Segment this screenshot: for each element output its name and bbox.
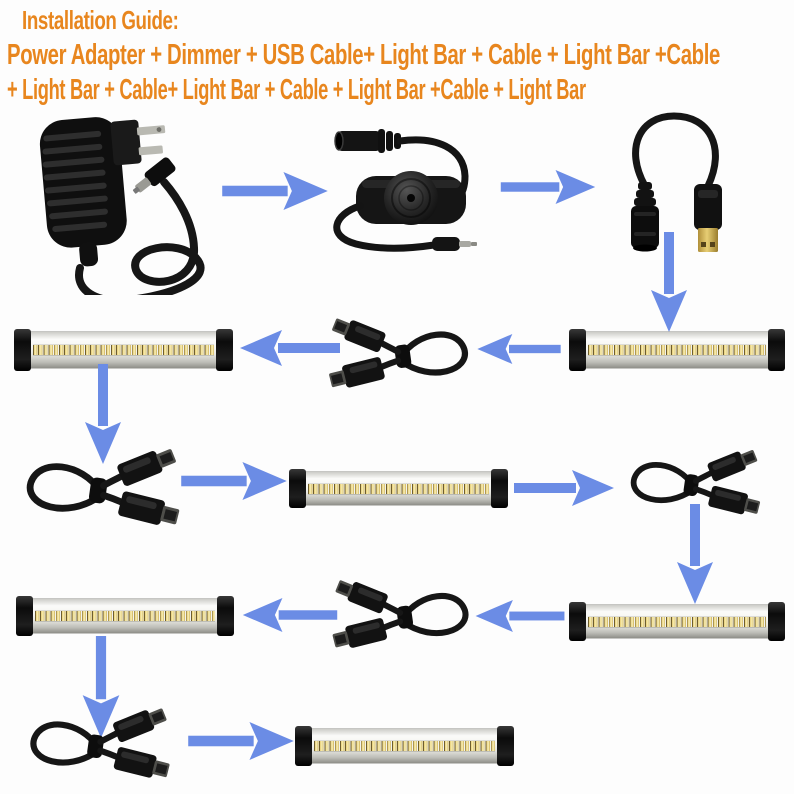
connector-cable-1 bbox=[329, 318, 468, 388]
led-strip bbox=[588, 344, 766, 355]
light-bar-5 bbox=[16, 596, 234, 636]
arrow-cable-1-to-light-bar-2 bbox=[240, 330, 340, 366]
connector-cable-2 bbox=[26, 449, 180, 525]
light-bar-endcap bbox=[289, 469, 306, 508]
light-bar-endcap bbox=[295, 726, 312, 766]
dimmer-image bbox=[333, 129, 477, 252]
component-sequence-line-2: + Light Bar + Cable+ Light Bar + Cable +… bbox=[7, 74, 586, 106]
connector-cable-4 bbox=[332, 580, 469, 648]
arrow-dimmer-to-usb-cable bbox=[500, 170, 596, 204]
arrow-usb-cable-to-light-bar-1 bbox=[651, 232, 687, 332]
component-sequence-line-1: Power Adapter + Dimmer + USB Cable+ Ligh… bbox=[7, 39, 720, 71]
arrow-cable-5-to-light-bar-6 bbox=[188, 722, 294, 760]
light-bar-6 bbox=[295, 726, 514, 766]
led-strip bbox=[588, 616, 766, 627]
arrow-light-bar-5-to-cable-5 bbox=[82, 636, 120, 738]
light-bar-endcap bbox=[569, 602, 586, 641]
arrow-light-bar-3-to-cable-3 bbox=[514, 470, 614, 506]
led-strip bbox=[35, 611, 215, 622]
light-bar-2 bbox=[14, 329, 233, 371]
arrow-cable-4-to-light-bar-5 bbox=[242, 598, 338, 632]
arrow-cable-2-to-light-bar-3 bbox=[181, 462, 287, 500]
arrow-light-bar-1-to-cable-1 bbox=[477, 334, 561, 364]
led-strip bbox=[314, 741, 495, 752]
light-bar-endcap bbox=[768, 602, 785, 641]
arrow-adapter-to-dimmer bbox=[222, 172, 328, 210]
light-bar-endcap bbox=[217, 596, 234, 636]
diagram-title: Installation Guide: bbox=[22, 5, 179, 35]
light-bar-4 bbox=[569, 602, 785, 641]
usb-cable-image bbox=[631, 112, 722, 252]
connector-cable-5 bbox=[30, 708, 170, 778]
light-bar-endcap bbox=[768, 329, 785, 371]
light-bar-endcap bbox=[216, 329, 233, 371]
led-strip bbox=[33, 344, 214, 355]
arrow-light-bar-4-to-cable-4 bbox=[475, 600, 565, 632]
light-bar-endcap bbox=[569, 329, 586, 371]
light-bar-1 bbox=[569, 329, 785, 371]
led-strip bbox=[308, 483, 489, 494]
arrow-light-bar-2-to-cable-2 bbox=[85, 364, 121, 464]
light-bar-endcap bbox=[14, 329, 31, 371]
arrow-cable-3-to-light-bar-4 bbox=[677, 504, 713, 604]
light-bar-endcap bbox=[491, 469, 508, 508]
light-bar-endcap bbox=[497, 726, 514, 766]
power-adapter-image bbox=[39, 117, 205, 295]
light-bar-endcap bbox=[16, 596, 33, 636]
connector-cable-3 bbox=[630, 450, 761, 515]
light-bar-3 bbox=[289, 469, 508, 508]
